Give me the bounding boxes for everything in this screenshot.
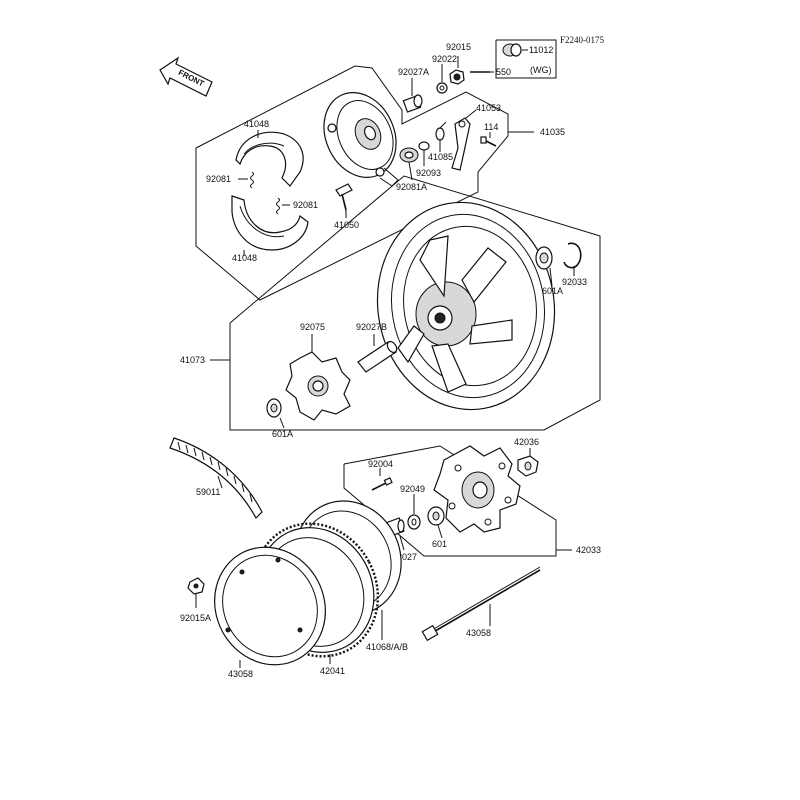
nut-42036 [517,455,539,477]
belt-guard-43058-left [214,546,326,666]
label-92015: 92015 [446,42,471,52]
label-601: 601 [432,539,447,549]
label-41048-top: 41048 [244,119,269,129]
hub-group-outline [343,445,557,557]
wg-label: (WG) [530,65,552,75]
label-92015a: 92015A [180,613,211,623]
label-42033: 42033 [576,545,601,555]
label-92027a: 92027A [398,67,429,77]
axle-41068 [421,566,541,642]
label-92081-right: 92081 [293,200,318,210]
brake-cam-41050 [335,183,353,211]
nut-92015a [187,577,205,595]
wg-inset-box: 11012 (WG) [495,39,557,79]
stud-92004 [371,477,393,491]
label-42041: 42041 [320,666,345,676]
label-43058-left: 43058 [228,669,253,679]
label-11012: 11012 [529,45,553,55]
label-42036: 42036 [514,437,539,447]
label-550: 550 [496,67,511,77]
label-43058-right: 41068/A/B [366,642,408,652]
wheel-damper-92075 [285,351,351,421]
label-92081-left: 92081 [206,174,231,184]
washer-92022 [436,82,448,94]
label-601a-left: 601A [272,429,293,439]
circlip-92033 [563,242,582,269]
nut-92015 [449,69,465,85]
label-92093: 92093 [416,168,441,178]
brake-shoe-lower-41048 [231,195,309,251]
label-92027: 92027 [392,552,417,562]
label-92049: 92049 [400,484,425,494]
label-41048-bottom: 41048 [232,253,257,263]
front-arrow-icon: FRONT [159,56,213,97]
brake-cam-lever-41053 [451,117,471,171]
drive-belt-59011 [169,437,263,519]
spacer-92027a [402,94,423,113]
bearing-601a-left [266,398,282,418]
label-92081a: 92081A [396,182,427,192]
label-114: 114 [484,122,498,132]
seal-92093 [418,141,430,151]
label-41073: 41073 [180,355,205,365]
label-41068: 43058 [466,628,491,638]
brake-panel-group-outline [195,65,509,301]
label-92022: 92022 [432,54,457,64]
spring-92081a [399,147,419,163]
bearing-601a-right [535,246,553,270]
sprocket-hub [433,445,521,533]
reference-number: F2240-0175 [560,35,605,45]
label-92075: 92075 [300,322,325,332]
label-41053: 41053 [476,103,501,113]
wear-indicator-41085 [435,121,447,141]
bolt-114 [480,136,497,147]
brake-panel [323,92,399,187]
seal-92049 [407,514,421,530]
label-92033: 92033 [562,277,587,287]
cast-wheel [376,201,556,411]
label-41035: 41035 [540,127,565,137]
label-92027b: 92027B [356,322,387,332]
label-59011: 59011 [196,487,220,497]
spacer-92027b [357,340,398,373]
brake-shoe-upper-41048 [235,131,304,187]
label-92004: 92004 [368,459,393,469]
spring-92081-right [276,197,280,215]
wheel-group-outline [229,175,601,431]
label-601a-right: 601A [542,286,563,296]
label-41085: 41085 [428,152,453,162]
spring-92081-left [250,171,254,189]
bearing-601 [427,506,445,526]
